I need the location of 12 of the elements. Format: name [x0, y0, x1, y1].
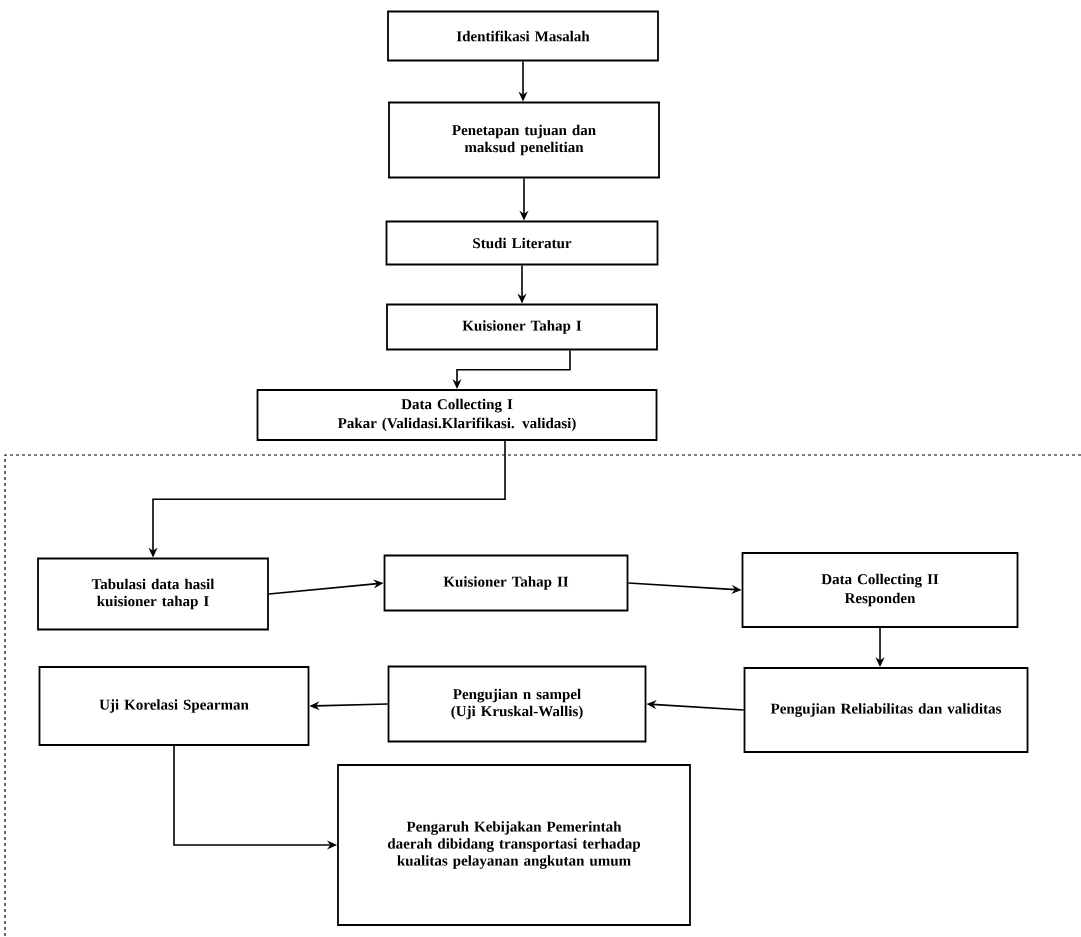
- process-box: Pengaruh Kebijakan Pemerintah daerah dibidang transportasi terhadap kualitas pelayanan angkutan umum: [337, 764, 691, 926]
- process-box: Identifikasi Masalah: [387, 10, 659, 62]
- process-box: Studi Literatur: [385, 220, 659, 266]
- process-box: Uji Korelasi Spearman: [38, 666, 310, 746]
- process-box: Data Collecting I Pakar (Validasi.Klarifikasi. validasi): [256, 389, 658, 441]
- process-box: Tabulasi data hasil kuisioner tahap I: [37, 557, 269, 631]
- process-box: Data Collecting II Responden: [741, 552, 1019, 628]
- process-box: Kuisioner Tahap I: [386, 303, 658, 351]
- process-box: Penetapan tujuan dan maksud penelitian: [388, 101, 660, 179]
- process-box: Pengujian n sampel (Uji Kruskal-Wallis): [387, 665, 647, 743]
- process-box: Pengujian Reliabilitas dan validitas: [743, 667, 1029, 753]
- process-box: Kuisioner Tahap II: [383, 554, 629, 612]
